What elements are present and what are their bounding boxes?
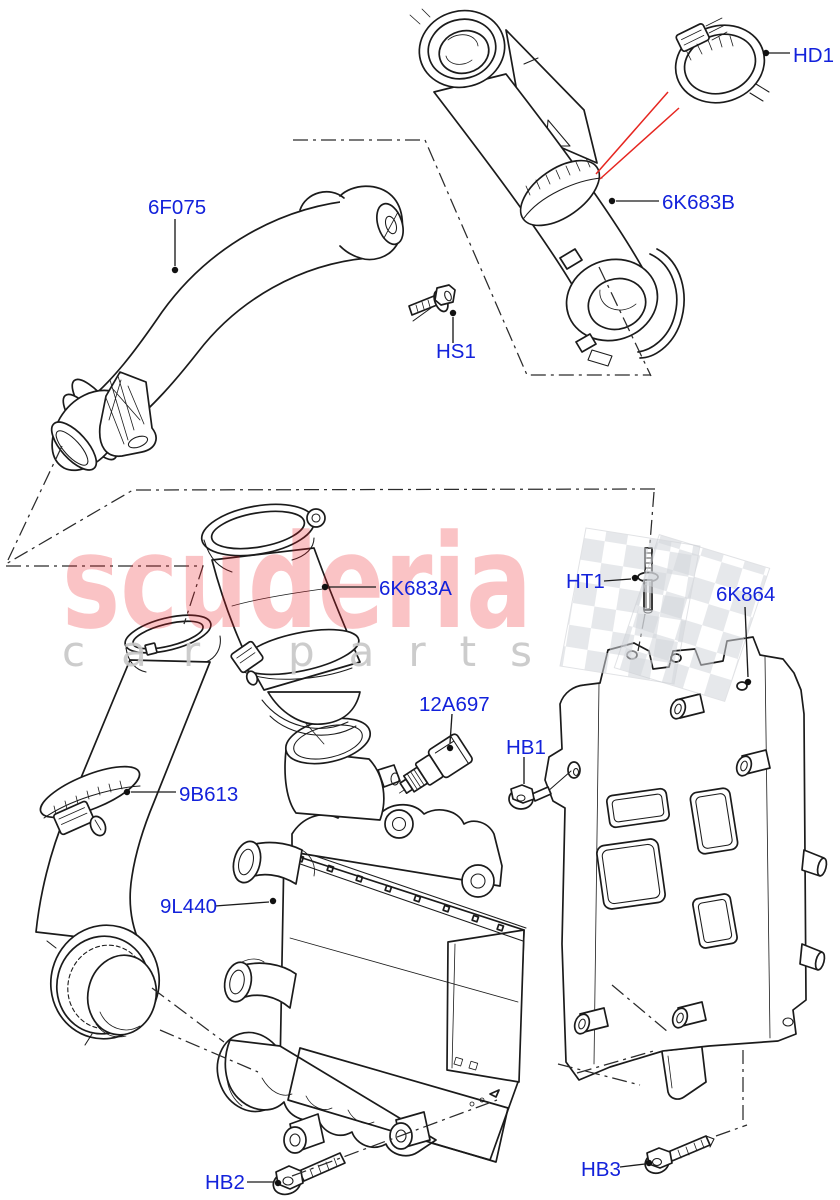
red-callout-line-2 xyxy=(599,107,680,180)
axis-HB3-b xyxy=(557,1063,641,1086)
part-label-9L440[interactable]: 9L440 xyxy=(160,895,217,918)
part-label-9B613[interactable]: 9B613 xyxy=(179,783,238,806)
axis-9B613-end xyxy=(151,987,225,1043)
leader-6K864 xyxy=(744,606,749,678)
leader-HT1 xyxy=(603,578,632,582)
part-label-HD1[interactable]: HD1 xyxy=(793,44,834,67)
boundary-bottom-group-left xyxy=(6,565,204,625)
axis-6K683B xyxy=(598,266,652,377)
part-label-6K683A[interactable]: 6K683A xyxy=(379,577,452,600)
part-labels: 6F075 HD1 6K683B HS1 6K683A HT1 6K864 12… xyxy=(148,44,834,1194)
part-drawing-9B613-hose xyxy=(35,614,221,1046)
watermark-tagline-word2: parts xyxy=(288,627,566,676)
checkered-flag-icon xyxy=(613,534,771,702)
watermark-brand: scuderia xyxy=(62,506,532,658)
part-drawing-HB1-bolt xyxy=(508,770,572,810)
red-callout-line-1 xyxy=(595,91,669,175)
axis-HB3-a xyxy=(576,1049,658,1074)
axis-bracket-stud xyxy=(611,984,669,1033)
red-callout-lines xyxy=(595,91,680,180)
part-drawing-6K864-bracket xyxy=(544,636,828,1100)
part-drawing-HB3-bolt xyxy=(644,1135,715,1175)
leader-12A697 xyxy=(449,713,453,744)
part-drawing-HS1-screw xyxy=(408,284,456,322)
part-drawing-HD1-clamp xyxy=(674,17,770,104)
axis-HB2 xyxy=(291,1099,498,1177)
boundary-top-group xyxy=(293,139,651,376)
boundary-bottom-group-top xyxy=(5,488,656,565)
part-drawing-12A697-sensor xyxy=(399,733,473,794)
part-label-12A697[interactable]: 12A697 xyxy=(419,693,490,716)
axis-HT1-upper xyxy=(649,491,655,544)
line-art-layer xyxy=(35,8,828,1196)
axis-HB3-c xyxy=(715,1124,748,1137)
part-label-HS1[interactable]: HS1 xyxy=(436,340,476,363)
part-drawing-6K683B-duct xyxy=(409,8,685,367)
leader-dots xyxy=(123,49,770,1187)
part-label-6F075[interactable]: 6F075 xyxy=(148,196,206,219)
leader-9L440 xyxy=(214,901,270,907)
part-label-HB2[interactable]: HB2 xyxy=(205,1171,245,1194)
part-drawing-9L440-intercooler xyxy=(216,702,527,1163)
part-drawing-6K683A-duct xyxy=(200,503,361,736)
axis-9B613-end-2 xyxy=(159,1029,259,1073)
axis-6F075 xyxy=(7,445,63,561)
part-label-HB3[interactable]: HB3 xyxy=(581,1158,621,1181)
leader-HB3 xyxy=(619,1163,646,1168)
leader-lines xyxy=(131,52,790,1183)
part-label-6K683B[interactable]: 6K683B xyxy=(662,191,735,214)
part-drawing-6F075-hose xyxy=(50,185,404,472)
part-label-HB1[interactable]: HB1 xyxy=(506,736,546,759)
part-drawing-HB2-bolt xyxy=(272,1152,346,1196)
part-label-HT1[interactable]: HT1 xyxy=(566,570,605,593)
watermark-tagline-word1: car xyxy=(62,627,236,676)
boundary-lines xyxy=(5,139,748,1177)
part-label-6K864[interactable]: 6K864 xyxy=(716,583,775,606)
watermark: scuderia car parts xyxy=(62,506,771,702)
